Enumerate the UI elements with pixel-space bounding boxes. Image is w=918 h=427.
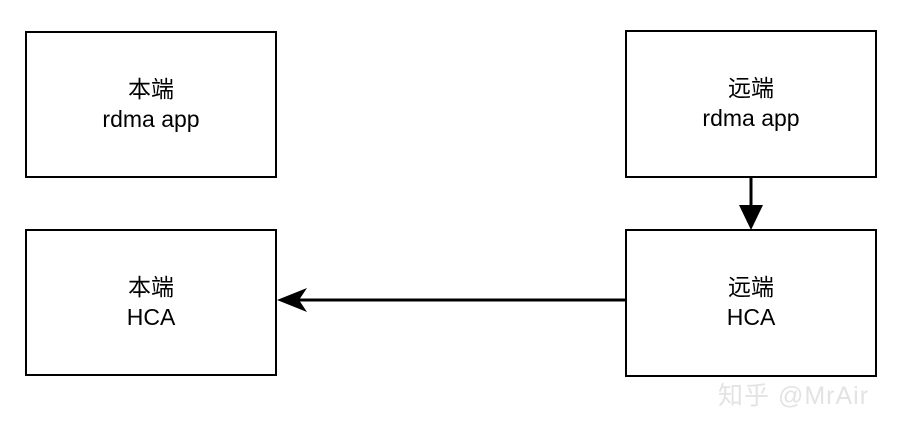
node-label-line: rdma app <box>702 105 800 131</box>
node-label-line: HCA <box>726 304 776 330</box>
arrowhead-left-icon <box>277 288 307 312</box>
node-label-line: rdma app <box>102 105 200 132</box>
edge-remote-hca-to-local-hca <box>277 288 625 312</box>
node-remote-hca: 远端 HCA <box>625 229 877 377</box>
node-label-line: HCA <box>126 303 176 330</box>
node-remote-rdma-app: 远端 rdma app <box>625 30 877 178</box>
node-label-line: 本端 <box>128 273 174 300</box>
node-local-hca: 本端 HCA <box>25 229 277 376</box>
edge-remote-app-to-remote-hca <box>739 178 763 230</box>
node-local-rdma-app: 本端 rdma app <box>25 31 277 178</box>
node-label-line: 远端 <box>728 75 774 102</box>
arrowhead-down-icon <box>739 205 763 230</box>
watermark: 知乎 @MrAir <box>718 382 870 410</box>
node-label-line: 远端 <box>728 274 774 301</box>
node-label-line: 本端 <box>128 75 174 102</box>
